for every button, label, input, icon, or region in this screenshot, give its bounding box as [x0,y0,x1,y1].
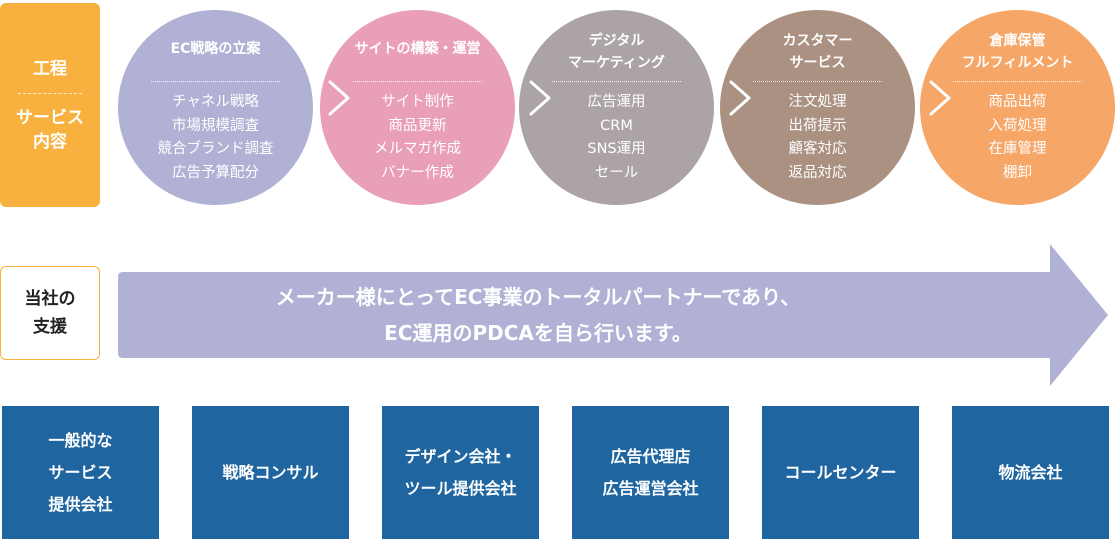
chevron-right-icon [729,80,751,116]
stage-items: 注文処理出荷提示顧客対応返品対応 [720,91,915,185]
vendor-label: デザイン会社・ ツール提供会社 [404,446,517,498]
stage-title: カスタマー サービス [782,33,853,71]
support-message: メーカー様にとってEC事業のトータルパートナーであり、 EC運用のPDCAを自ら… [118,244,958,386]
stage-item: 市場規模調査 [172,117,259,134]
stage-circle: カスタマー サービス注文処理出荷提示顧客対応返品対応 [720,10,915,205]
stage-title: サイトの構築・運営 [354,41,481,57]
vendor-box: 戦略コンサル [192,406,349,539]
stage-item: 注文処理 [788,94,847,110]
vendor-label: コールセンター [784,462,897,482]
stage-item: バナー作成 [381,164,454,181]
support-label: 当社の 支援 [24,289,76,337]
stage-item: 入荷処理 [988,117,1047,134]
stage-item: CRM [600,117,633,134]
stage-divider [753,81,882,82]
stage-item: 広告予算配分 [172,164,259,181]
stage-circle: サイトの構築・運営サイト制作商品更新メルマガ作成バナー作成 [320,10,515,205]
stage-item: セール [594,164,639,181]
stage-items: 商品出荷入荷処理在庫管理棚卸 [920,91,1115,185]
stage-item: 返品対応 [788,164,847,181]
process-label-box: 工程 サービス 内容 [0,3,100,207]
chevron-right-icon [328,80,350,116]
process-label: 工程 [33,58,67,79]
stage-title: EC戦略の立案 [170,41,261,57]
stage-item: 広告運用 [587,94,646,110]
stage-item: 出荷提示 [788,117,847,134]
stage-divider [151,81,280,82]
stage-item: メルマガ作成 [374,141,461,157]
stage-circle: デジタル マーケティング広告運用 CRM SNS運用セール [519,10,714,205]
service-label-line1: サービス [16,107,84,128]
stage-item: 競合ブランド調査 [157,141,274,157]
stage-circle: EC戦略の立案チャネル戦略市場規模調査競合ブランド調査広告予算配分 [118,10,313,205]
support-label-box: 当社の 支援 [0,266,100,360]
stage-item: サイト制作 [381,94,454,110]
support-message-line1: メーカー様にとってEC事業のトータルパートナーであり、 [275,285,801,309]
stage-item: 商品出荷 [988,94,1047,110]
support-message-line2: EC運用のPDCAを自ら行います。 [384,321,692,345]
vendor-box: デザイン会社・ ツール提供会社 [382,406,539,539]
vendor-label: 戦略コンサル [222,462,319,482]
stage-item: チャネル戦略 [172,94,259,110]
vendor-box: 広告代理店 広告運営会社 [572,406,729,539]
stage-title: デジタル マーケティング [568,33,665,71]
chevron-right-icon [529,80,551,116]
stage-title: 倉庫保管 フルフィルメント [961,33,1074,71]
vendor-label: 物流会社 [998,462,1063,482]
stage-divider [353,81,482,82]
stage-item: 顧客対応 [788,141,847,157]
stage-items: チャネル戦略市場規模調査競合ブランド調査広告予算配分 [118,91,313,185]
stage-circle: 倉庫保管 フルフィルメント商品出荷入荷処理在庫管理棚卸 [920,10,1115,205]
stage-item: 棚卸 [1003,164,1032,181]
chevron-right-icon [929,80,951,116]
stage-item: 在庫管理 [988,141,1047,157]
stage-items: 広告運用 CRM SNS運用セール [519,91,714,185]
stage-items: サイト制作商品更新メルマガ作成バナー作成 [320,91,515,185]
stage-divider [552,81,681,82]
vendor-label: 広告代理店 広告運営会社 [602,446,699,498]
stage-item: SNS運用 [587,141,646,157]
process-label-divider [18,92,82,94]
support-arrow [118,244,1108,386]
vendor-box: 一般的な サービス 提供会社 [2,406,159,539]
stage-item: 商品更新 [388,117,447,134]
vendor-box: 物流会社 [952,406,1109,539]
vendor-box: コールセンター [762,406,919,539]
vendor-label: 一般的な サービス 提供会社 [48,430,113,514]
stage-divider [953,81,1082,82]
service-label-line2: 内容 [33,131,67,152]
